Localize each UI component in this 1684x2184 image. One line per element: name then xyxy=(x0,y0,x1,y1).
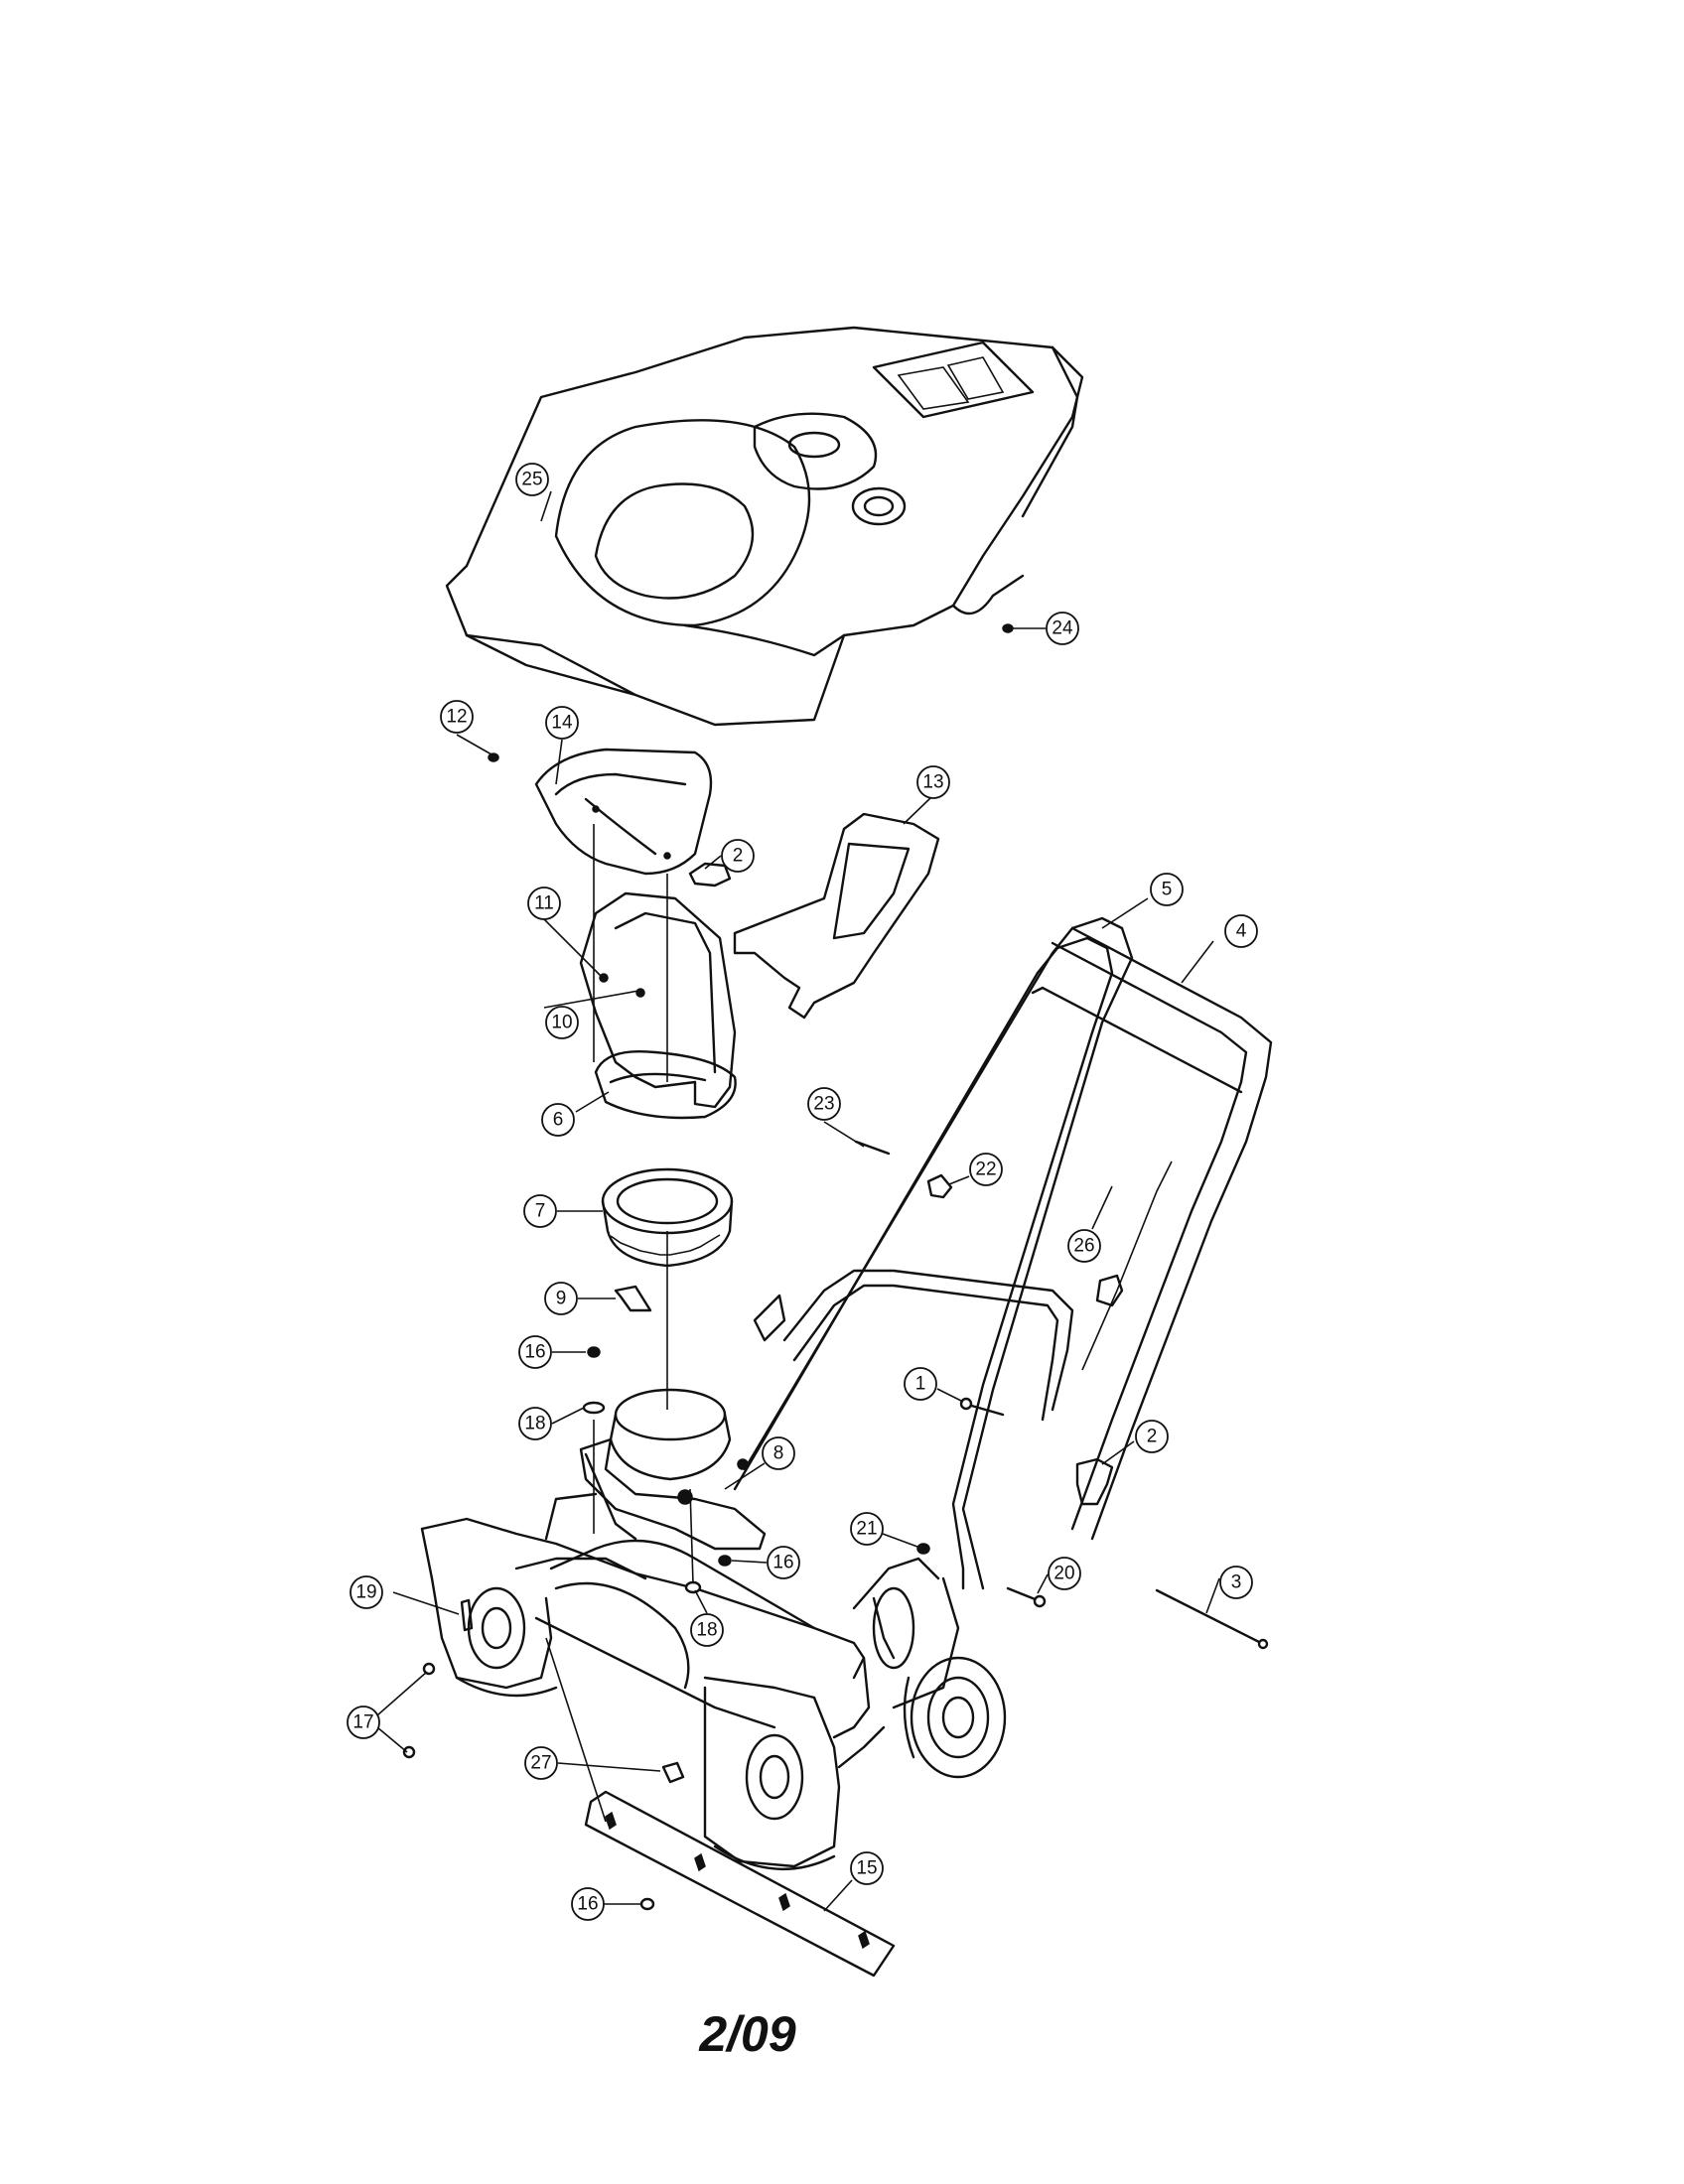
callout-5: 5 xyxy=(1150,873,1184,906)
svg-text:13: 13 xyxy=(922,772,943,793)
svg-text:27: 27 xyxy=(530,1753,551,1774)
part-knob xyxy=(1075,1457,1114,1506)
callout-2-lower: 2 xyxy=(1135,1420,1169,1453)
part-clip xyxy=(614,1285,652,1312)
callout-16-mid: 16 xyxy=(767,1546,800,1579)
svg-text:19: 19 xyxy=(355,1582,376,1603)
part-nut-washer xyxy=(582,1346,606,1415)
callout-27: 27 xyxy=(524,1746,558,1780)
part-chute-handle xyxy=(733,812,940,1020)
part-nut-16c xyxy=(639,1897,655,1911)
svg-text:18: 18 xyxy=(524,1414,545,1434)
part-cable xyxy=(1081,1160,1173,1371)
callout-19: 19 xyxy=(350,1575,383,1609)
part-pin xyxy=(854,1140,891,1156)
svg-text:16: 16 xyxy=(524,1342,545,1363)
svg-text:17: 17 xyxy=(352,1712,373,1733)
callout-16-upper: 16 xyxy=(518,1335,552,1369)
callout-26: 26 xyxy=(1067,1229,1101,1263)
svg-text:20: 20 xyxy=(1053,1564,1074,1584)
part-bolt-20 xyxy=(1006,1586,1047,1608)
part-chute-deflector xyxy=(534,748,713,876)
callout-24: 24 xyxy=(1046,612,1079,645)
callout-leaders xyxy=(376,490,1220,1912)
svg-text:4: 4 xyxy=(1236,921,1247,942)
svg-text:21: 21 xyxy=(856,1519,877,1540)
svg-text:2: 2 xyxy=(733,846,744,867)
svg-text:3: 3 xyxy=(1231,1572,1242,1593)
part-nut-21 xyxy=(916,1543,930,1555)
callout-18-lower: 18 xyxy=(690,1613,724,1647)
svg-text:16: 16 xyxy=(772,1553,793,1573)
callout-23: 23 xyxy=(807,1087,841,1121)
assembly-guides xyxy=(545,824,694,1823)
callout-18-upper: 18 xyxy=(518,1407,552,1440)
svg-text:22: 22 xyxy=(975,1160,996,1180)
callout-8: 8 xyxy=(762,1436,795,1470)
svg-text:25: 25 xyxy=(521,470,542,490)
part-carriage-bolts xyxy=(402,1662,436,1759)
part-spacer xyxy=(460,1598,474,1632)
callout-14: 14 xyxy=(545,706,579,740)
svg-text:1: 1 xyxy=(915,1374,926,1395)
svg-text:2: 2 xyxy=(1147,1427,1158,1447)
part-knob-small xyxy=(688,862,732,887)
callout-16-lower: 16 xyxy=(571,1887,605,1921)
svg-text:8: 8 xyxy=(773,1443,784,1464)
part-bolt xyxy=(959,1397,1005,1417)
callout-21: 21 xyxy=(850,1512,884,1546)
callout-9: 9 xyxy=(544,1282,578,1315)
callout-3: 3 xyxy=(1219,1566,1253,1599)
callout-10: 10 xyxy=(545,1006,579,1039)
svg-text:11: 11 xyxy=(534,893,554,914)
svg-text:9: 9 xyxy=(556,1289,567,1309)
callout-4: 4 xyxy=(1224,914,1258,948)
svg-text:24: 24 xyxy=(1052,618,1073,639)
part-chute xyxy=(579,891,737,1120)
svg-text:12: 12 xyxy=(446,707,467,728)
page-code: 2/09 xyxy=(699,2006,796,2062)
callout-11: 11 xyxy=(527,887,561,920)
callout-15: 15 xyxy=(850,1851,884,1885)
svg-text:10: 10 xyxy=(551,1013,572,1033)
part-shroud xyxy=(445,326,1084,727)
svg-text:14: 14 xyxy=(551,713,573,734)
part-bracket xyxy=(926,1173,953,1199)
part-auger-housing xyxy=(420,1452,1007,1871)
callout-7: 7 xyxy=(523,1194,557,1228)
callout-2-top: 2 xyxy=(721,839,755,873)
part-rod xyxy=(1155,1588,1269,1650)
part-handle xyxy=(733,916,1273,1590)
callout-6: 6 xyxy=(541,1103,575,1137)
callout-1: 1 xyxy=(904,1367,937,1401)
callout-25: 25 xyxy=(515,463,549,496)
svg-text:18: 18 xyxy=(696,1620,717,1641)
callout-20: 20 xyxy=(1048,1557,1081,1590)
svg-text:23: 23 xyxy=(813,1094,834,1115)
part-chute-base xyxy=(579,1388,767,1551)
part-nut-top xyxy=(488,752,499,762)
part-scraper-bar xyxy=(584,1790,896,1978)
svg-text:16: 16 xyxy=(577,1894,598,1915)
svg-text:7: 7 xyxy=(535,1201,546,1222)
callout-13: 13 xyxy=(916,765,950,799)
callout-12: 12 xyxy=(440,700,474,734)
svg-text:6: 6 xyxy=(553,1110,564,1131)
part-small-bracket xyxy=(661,1761,685,1784)
part-screw xyxy=(1002,623,1014,633)
callout-22: 22 xyxy=(969,1153,1003,1186)
svg-text:26: 26 xyxy=(1073,1236,1094,1257)
callout-17: 17 xyxy=(347,1706,380,1739)
svg-text:15: 15 xyxy=(856,1858,877,1879)
svg-text:5: 5 xyxy=(1162,880,1173,900)
